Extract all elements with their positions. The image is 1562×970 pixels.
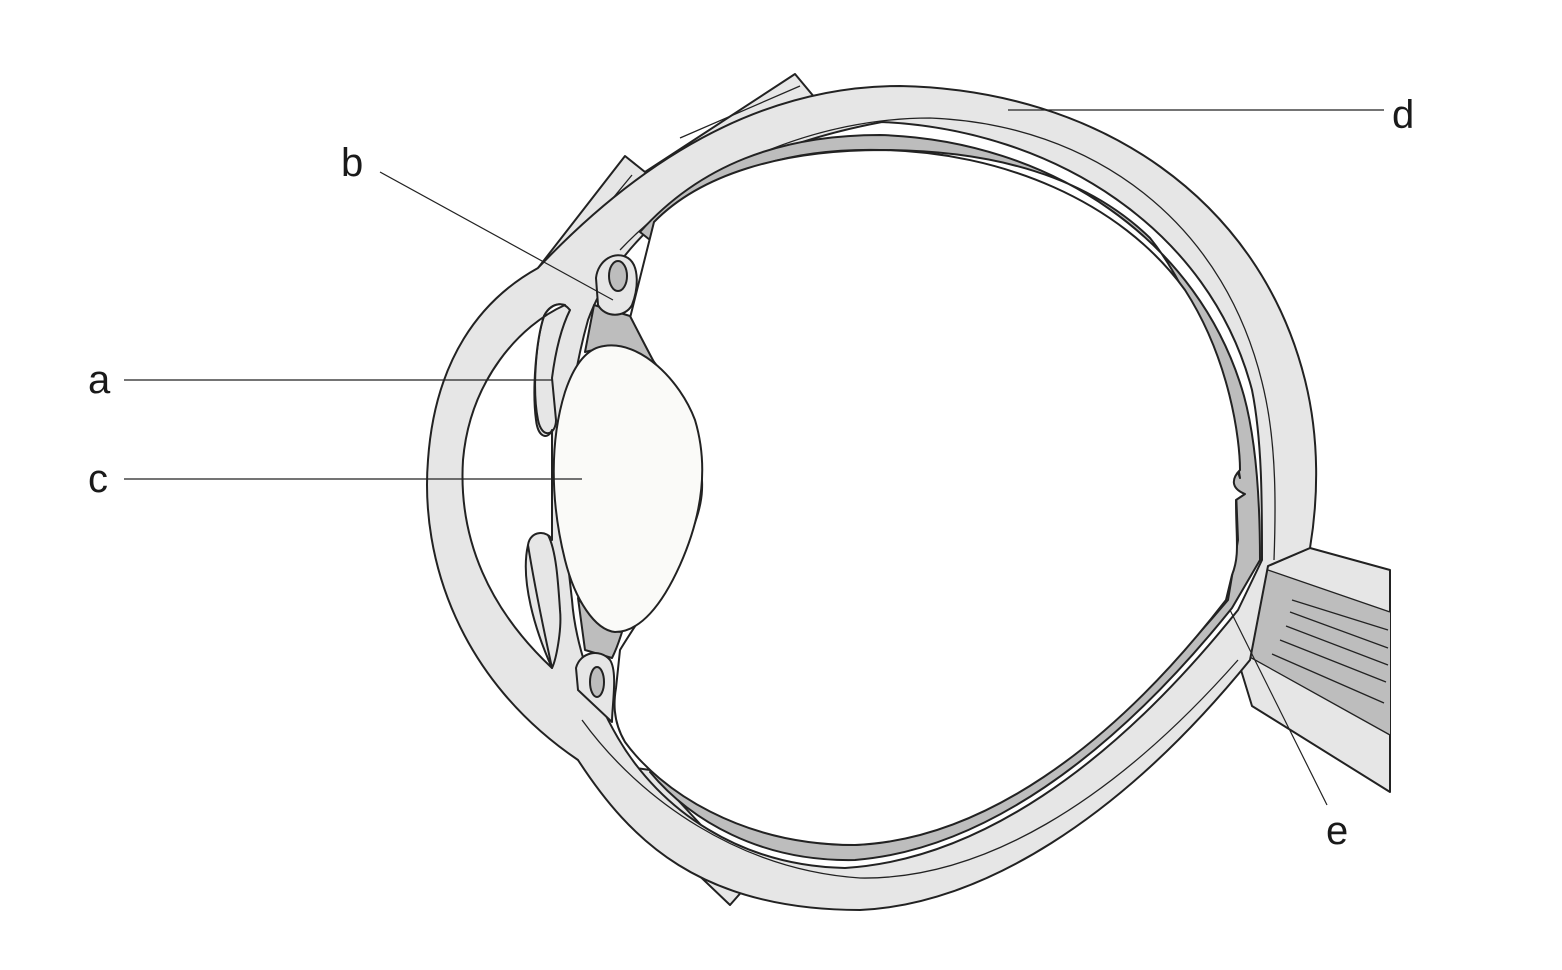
sclera [426,85,1318,911]
label-e: e [1326,809,1348,853]
leader-b [379,171,614,301]
lower-canal [575,652,616,723]
sclera-inner-line-lower [581,659,1239,879]
leader-e [1229,609,1328,806]
leader-lines [124,109,1384,806]
optic-nerve [1236,547,1391,793]
label-a: a [88,358,111,402]
label-d: d [1392,93,1414,137]
upper-canal [595,254,638,316]
label-c: c [88,457,108,501]
anterior-chamber [461,303,566,669]
lens [552,344,704,633]
label-b: b [341,141,363,185]
